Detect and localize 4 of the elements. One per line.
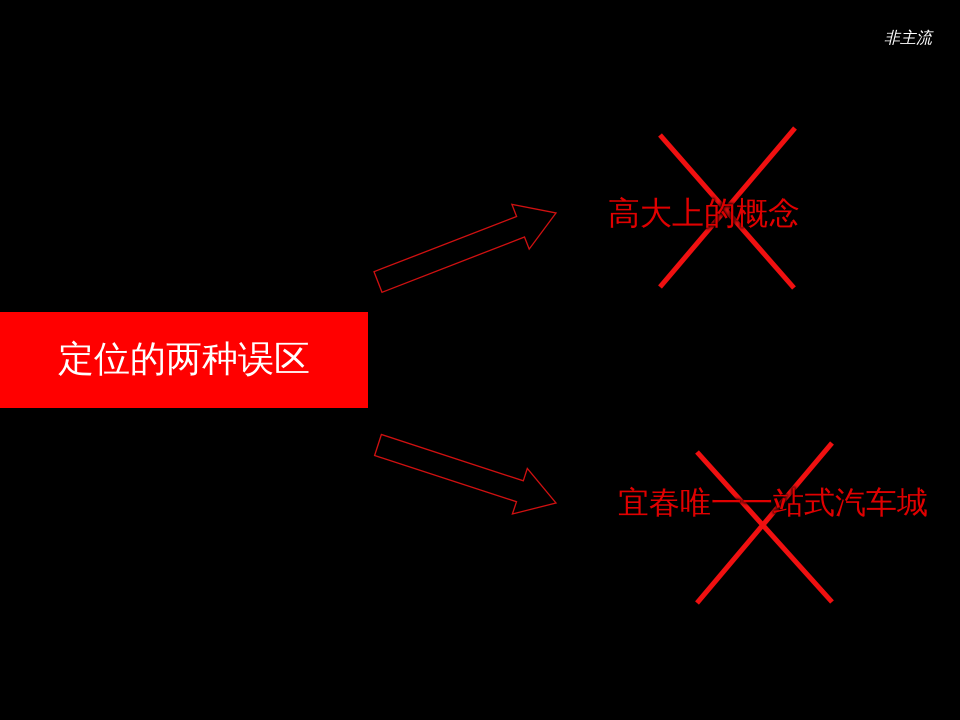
corner-note: 非主流 [884, 27, 932, 49]
block-arrow [373, 204, 558, 294]
title-box: 定位的两种误区 [0, 312, 368, 408]
block-arrow [374, 434, 558, 515]
